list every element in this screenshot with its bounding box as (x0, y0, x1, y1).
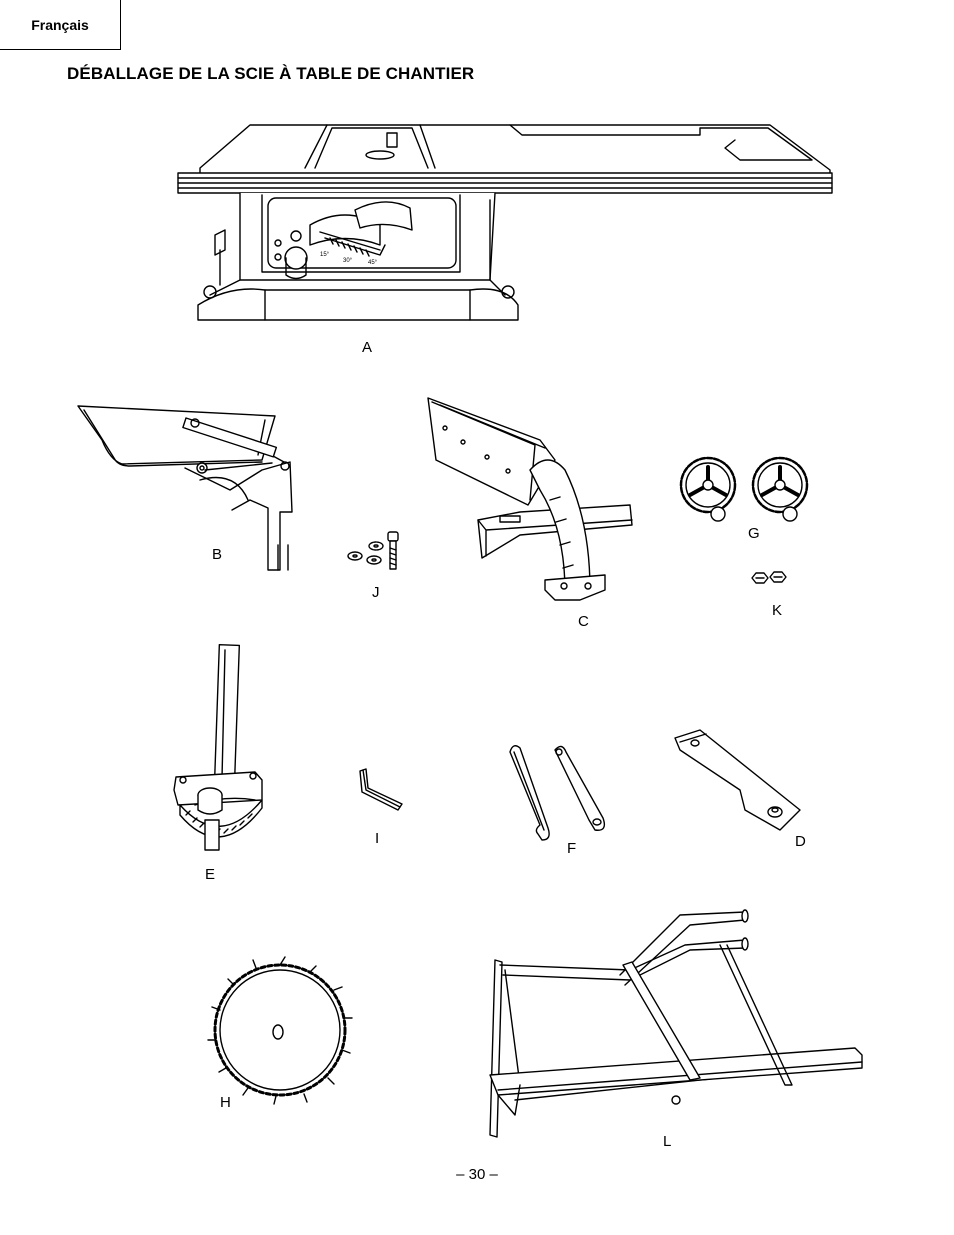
part-label-l: L (663, 1133, 672, 1150)
part-label-f: F (567, 840, 577, 857)
bevel-30-label: 30° (343, 258, 353, 264)
part-label-a: A (362, 339, 373, 356)
part-label-j: J (372, 584, 380, 601)
saw-blade-illustration (208, 957, 352, 1104)
bevel-45-label: 45° (368, 260, 378, 266)
part-label-c: C (578, 613, 589, 630)
part-label-k: K (772, 602, 783, 619)
lock-knobs-illustration (681, 458, 807, 521)
rip-fence-illustration (428, 398, 632, 600)
blade-guard-illustration (78, 406, 292, 570)
part-label-i: I (375, 830, 380, 847)
part-label-g: G (748, 525, 760, 542)
miter-gauge-illustration (174, 645, 262, 850)
bevel-15-label: 15° (320, 252, 330, 258)
part-label-e: E (205, 866, 216, 883)
part-label-d: D (795, 833, 806, 850)
table-saw-illustration: 15° 30° 45° (178, 125, 832, 320)
stand-illustration (490, 910, 862, 1137)
language-tab: Français (0, 0, 121, 50)
wrenches-illustration (510, 746, 604, 840)
hex-nuts-illustration (752, 572, 786, 583)
page-number: – 30 – (456, 1166, 498, 1183)
part-label-b: B (212, 546, 223, 563)
page-title: DÉBALLAGE DE LA SCIE À TABLE DE CHANTIER (67, 64, 475, 83)
throat-plate-illustration (675, 730, 800, 830)
hex-key-illustration (360, 769, 402, 810)
bolt-washer-set-illustration (348, 532, 398, 569)
part-label-h: H (220, 1094, 231, 1111)
